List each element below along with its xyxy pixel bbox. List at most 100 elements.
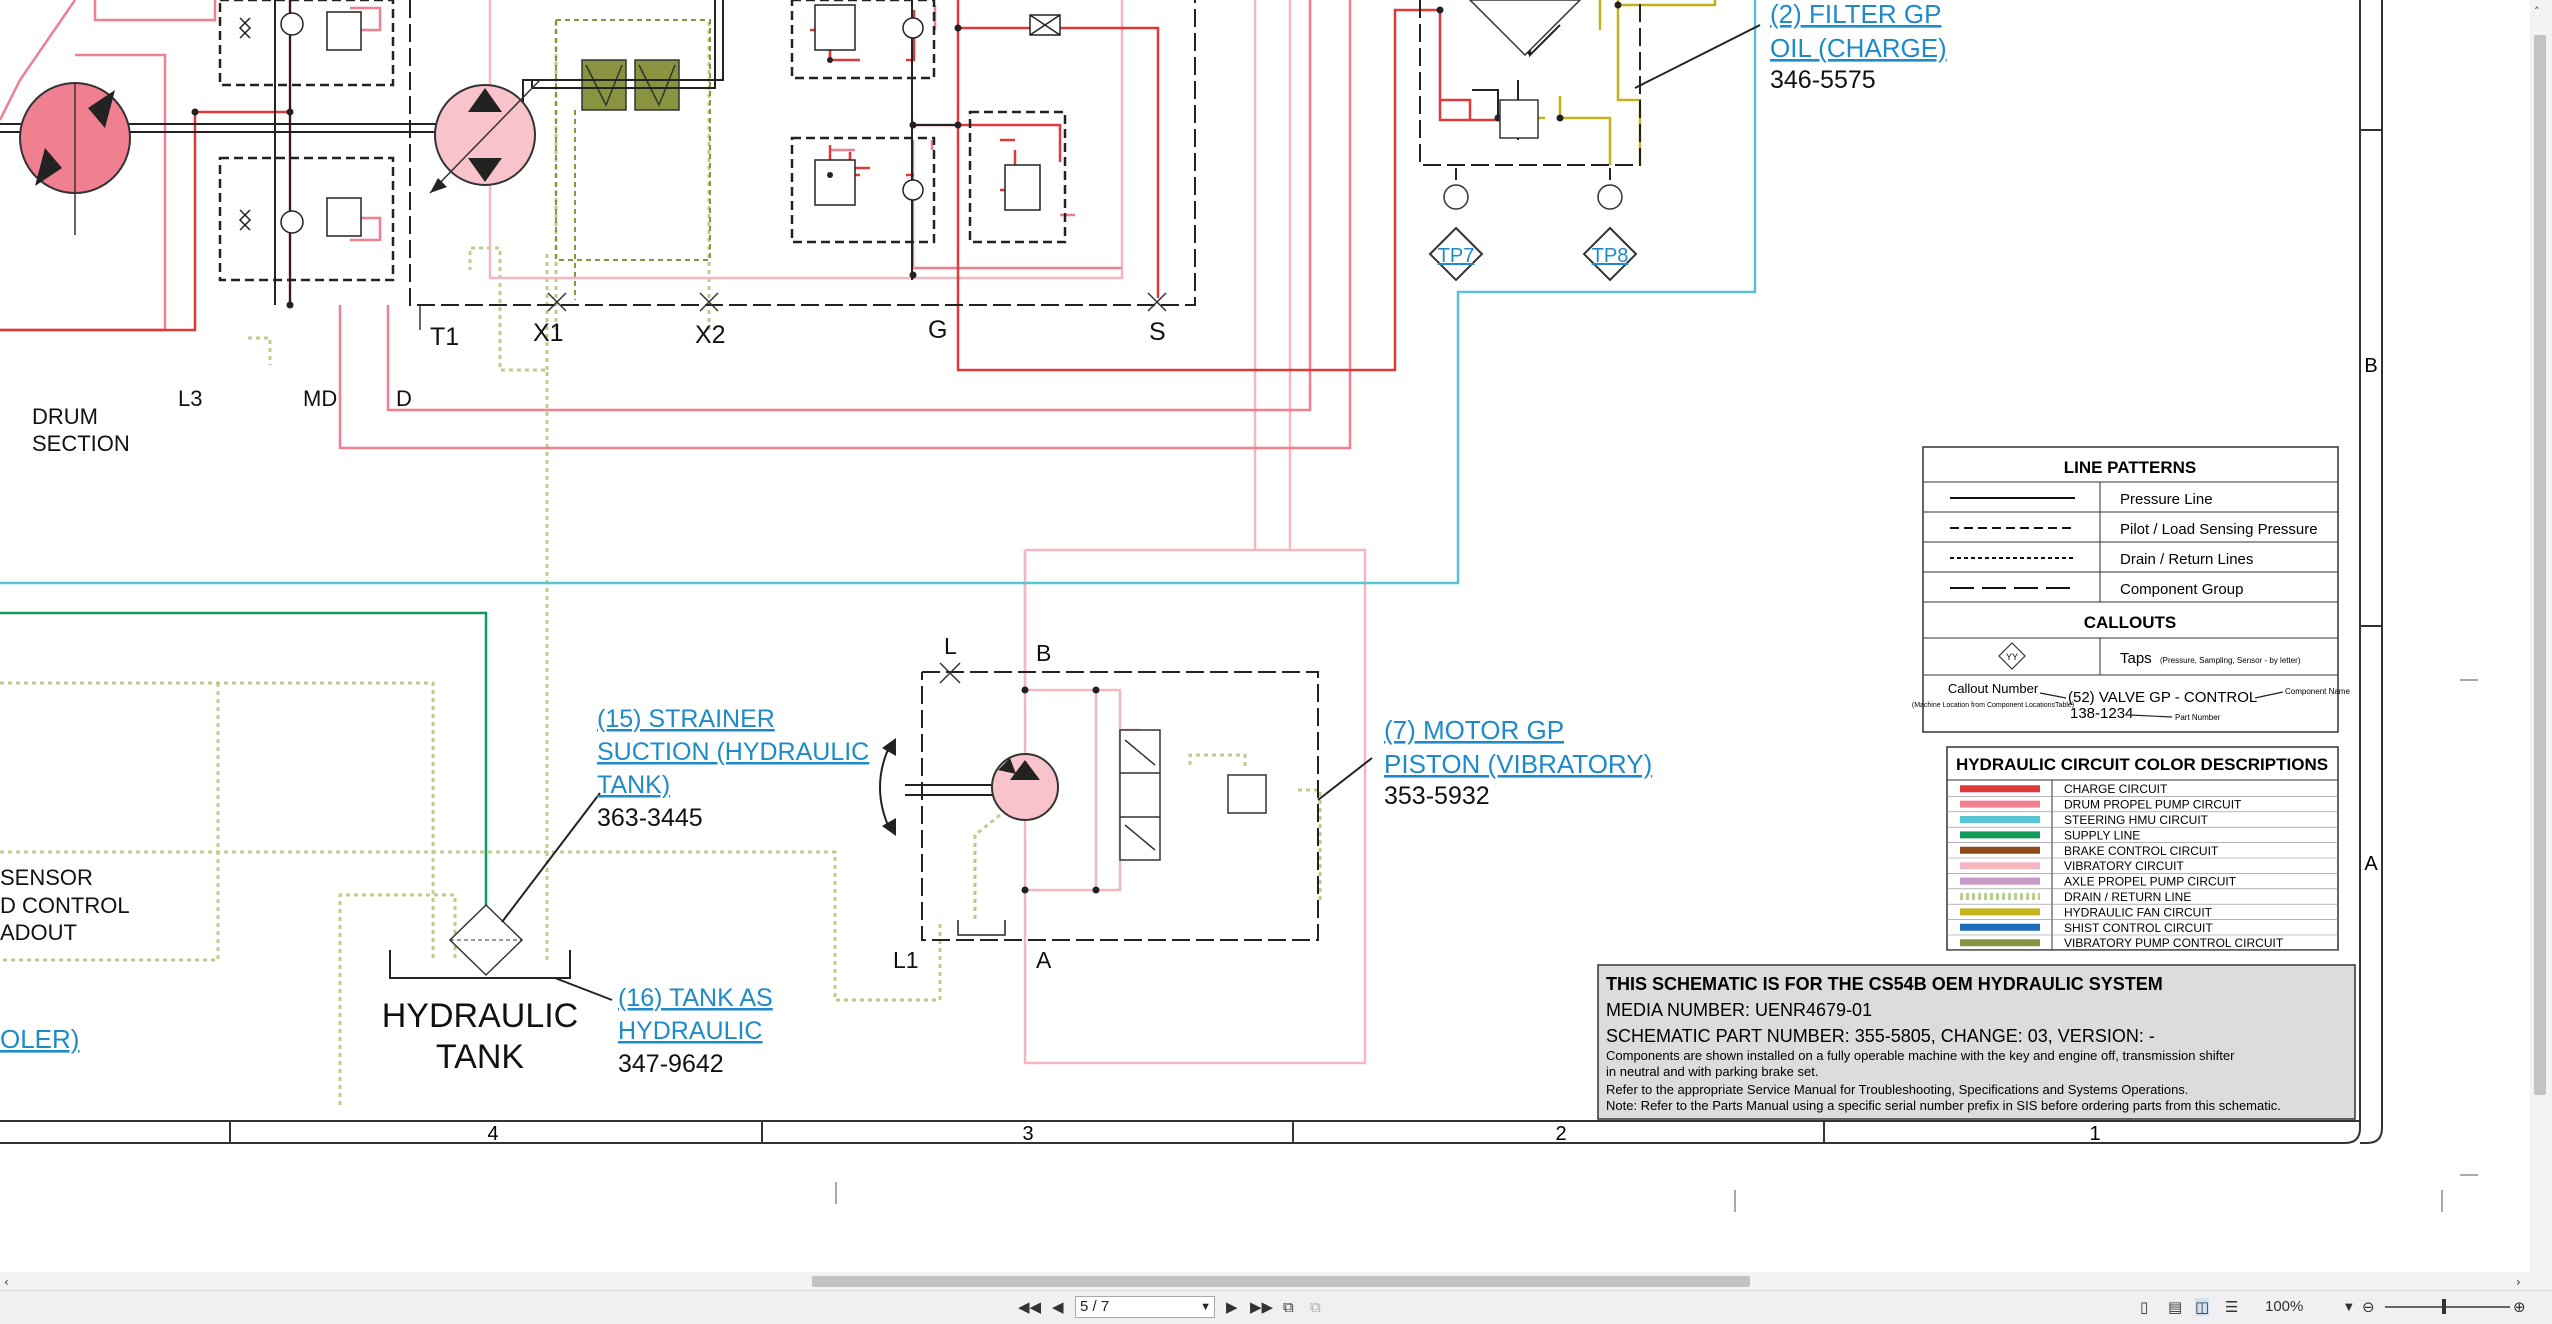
vibratory-motor: L B L1 A (879, 633, 1373, 973)
callout-tank-title-1[interactable]: (16) TANK AS (618, 984, 773, 1012)
tap-tp7[interactable]: TP7 (1428, 184, 1484, 282)
part-number-label: Part Number (2175, 713, 2221, 722)
tap-tp8-label[interactable]: TP8 (1592, 245, 1629, 267)
zoom-out-icon[interactable]: ⊖ (2362, 1298, 2375, 1316)
color-legend-label: DRUM PROPEL PUMP CIRCUIT (2064, 798, 2242, 812)
callout-example: (52) VALVE GP - CONTROL (2068, 689, 2257, 706)
prev-page-icon[interactable]: ◀ (1052, 1298, 1064, 1316)
component-group-boxes (409, 0, 1641, 941)
callout-strainer-part: 363-3445 (597, 804, 703, 832)
color-legend-title: HYDRAULIC CIRCUIT COLOR DESCRIPTIONS (1956, 755, 2328, 774)
scroll-up-icon[interactable]: ˄ (2534, 4, 2540, 18)
drum-pump-right (429, 79, 541, 194)
taps-label: Taps (2120, 650, 2152, 667)
paste-page-icon[interactable]: ⧉ (1310, 1298, 1321, 1316)
scroll-right-icon[interactable]: › (2516, 1275, 2521, 1289)
scroll-icon[interactable]: ☰ (2225, 1298, 2239, 1316)
next-page-icon[interactable]: ▶ (1226, 1298, 1238, 1316)
callout-strainer-title-1[interactable]: (15) STRAINER (597, 705, 775, 733)
zoom-slider-thumb[interactable] (2442, 1299, 2446, 1314)
callout-strainer-title-3[interactable]: TANK) (597, 771, 670, 799)
color-legend-label: VIBRATORY PUMP CONTROL CIRCUIT (2064, 936, 2284, 950)
page-number-input[interactable]: 5 / 7 ▼ (1075, 1296, 1215, 1318)
callout-number-label: Callout Number (1948, 681, 2039, 696)
drum-section-labels: DRUM SECTION L3 MD D T1 X1 X2 G S (32, 316, 1166, 456)
tap-tp7-label[interactable]: TP7 (1438, 245, 1475, 267)
callout-filter-title-1[interactable]: (2) FILTER GP (1770, 0, 1941, 29)
viewer-status-bar (0, 1290, 2552, 1324)
title-line-6: Refer to the appropriate Service Manual … (1606, 1082, 2188, 1097)
port-s: S (1149, 318, 1166, 346)
port-b: B (1036, 640, 1051, 666)
valve-symbols (238, 4, 1061, 237)
sensor-label-2: D CONTROL (0, 893, 130, 918)
port-x1: X1 (533, 319, 564, 347)
drum-section-line2: SECTION (32, 431, 130, 456)
callout-motor-title-1[interactable]: (7) MOTOR GP (1384, 715, 1564, 745)
tank-label-2: TANK (436, 1038, 524, 1076)
drum-pump-left (19, 82, 131, 235)
vibratory-lines (488, 0, 1367, 1065)
single-page-icon[interactable]: ▯ (2140, 1298, 2149, 1316)
color-legend-label: STEERING HMU CIRCUIT (2064, 813, 2209, 827)
zoom-in-icon[interactable]: ⊕ (2513, 1298, 2526, 1316)
schematic-canvas: 4 3 2 1 B A (0, 0, 2478, 1212)
copy-page-icon[interactable]: ⧉ (1283, 1298, 1294, 1316)
color-legend-label: BRAKE CONTROL CIRCUIT (2064, 844, 2219, 858)
callout-tank-part: 347-9642 (618, 1050, 724, 1078)
callout-filter-title-2[interactable]: OIL (CHARGE) (1770, 33, 1947, 63)
left-partial-labels: SENSOR D CONTROL ADOUT (0, 865, 130, 945)
pilot-boxes (218, 0, 1067, 282)
grid-col-3: 3 (1022, 1123, 1033, 1145)
color-legend-label: DRAIN / RETURN LINE (2064, 890, 2191, 904)
sheet-border: 4 3 2 1 B A (0, 0, 2478, 1212)
callout-motor[interactable]: (7) MOTOR GP PISTON (VIBRATORY) 353-5932 (1384, 715, 1652, 810)
horizontal-scroll-thumb[interactable] (812, 1276, 1750, 1287)
line-patterns-legend: LINE PATTERNS Pressure Line Pilot / Load… (1912, 446, 2350, 733)
color-legend-label: AXLE PROPEL PUMP CIRCUIT (2064, 875, 2237, 889)
line-patterns-title: LINE PATTERNS (2064, 458, 2197, 477)
hydraulic-tank: HYDRAULIC TANK (382, 792, 613, 1076)
callout-motor-title-2[interactable]: PISTON (VIBRATORY) (1384, 749, 1652, 779)
tank-label-1: HYDRAULIC (382, 997, 578, 1035)
port-g: G (928, 316, 947, 344)
port-t1: T1 (430, 323, 459, 351)
callout-cooler-partial[interactable]: OLER) (0, 1024, 79, 1054)
facing-icon[interactable]: ◫ (2195, 1298, 2210, 1316)
callout-tank-title-2[interactable]: HYDRAULIC (618, 1017, 762, 1045)
color-legend-label: SUPPLY LINE (2064, 828, 2140, 842)
port-x2: X2 (695, 321, 726, 349)
vertical-scroll-thumb[interactable] (2534, 35, 2546, 1095)
page-dropdown-icon[interactable]: ▼ (1200, 1301, 1211, 1313)
vibpump-filters (581, 59, 680, 111)
color-legend-label: SHIST CONTROL CIRCUIT (2064, 921, 2213, 935)
vibpump-lines (555, 19, 711, 300)
port-l3: L3 (178, 386, 202, 411)
zoom-slider[interactable] (2385, 1306, 2510, 1308)
last-page-icon[interactable]: ▶▶ (1250, 1298, 1274, 1316)
zoom-dropdown-icon[interactable]: ▼ (2345, 1301, 2353, 1313)
port-l: L (944, 633, 957, 659)
steering-lines (0, 0, 1757, 585)
callout-motor-part: 353-5932 (1384, 782, 1490, 810)
scroll-left-icon[interactable]: ‹ (4, 1275, 9, 1289)
title-line-2: MEDIA NUMBER: UENR4679-01 (1606, 1000, 1872, 1020)
drum-section-line1: DRUM (32, 404, 98, 429)
continuous-icon[interactable]: ▤ (2168, 1298, 2183, 1316)
pattern-group: Component Group (2120, 581, 2243, 598)
grid-col-4: 4 (487, 1123, 498, 1145)
callout-strainer-title-2[interactable]: SUCTION (HYDRAULIC (597, 738, 869, 766)
callout-strainer[interactable]: (15) STRAINER SUCTION (HYDRAULIC TANK) 3… (597, 705, 869, 832)
callout-tank[interactable]: (16) TANK AS HYDRAULIC 347-9642 (618, 984, 773, 1078)
first-page-icon[interactable]: ◀◀ (1018, 1298, 1042, 1316)
tap-tp8[interactable]: TP8 (1582, 184, 1638, 282)
pattern-pressure: Pressure Line (2120, 491, 2213, 508)
color-legend-label: HYDRAULIC FAN CIRCUIT (2064, 905, 2213, 919)
title-line-5: in neutral and with parking brake set. (1606, 1064, 1818, 1079)
charge-filter-symbol (1468, 0, 1582, 139)
pattern-pilot: Pilot / Load Sensing Pressure (2120, 521, 2318, 538)
callout-filter-charge[interactable]: (2) FILTER GP OIL (CHARGE) 346-5575 (1634, 0, 1947, 94)
callouts-title: CALLOUTS (2084, 613, 2177, 632)
